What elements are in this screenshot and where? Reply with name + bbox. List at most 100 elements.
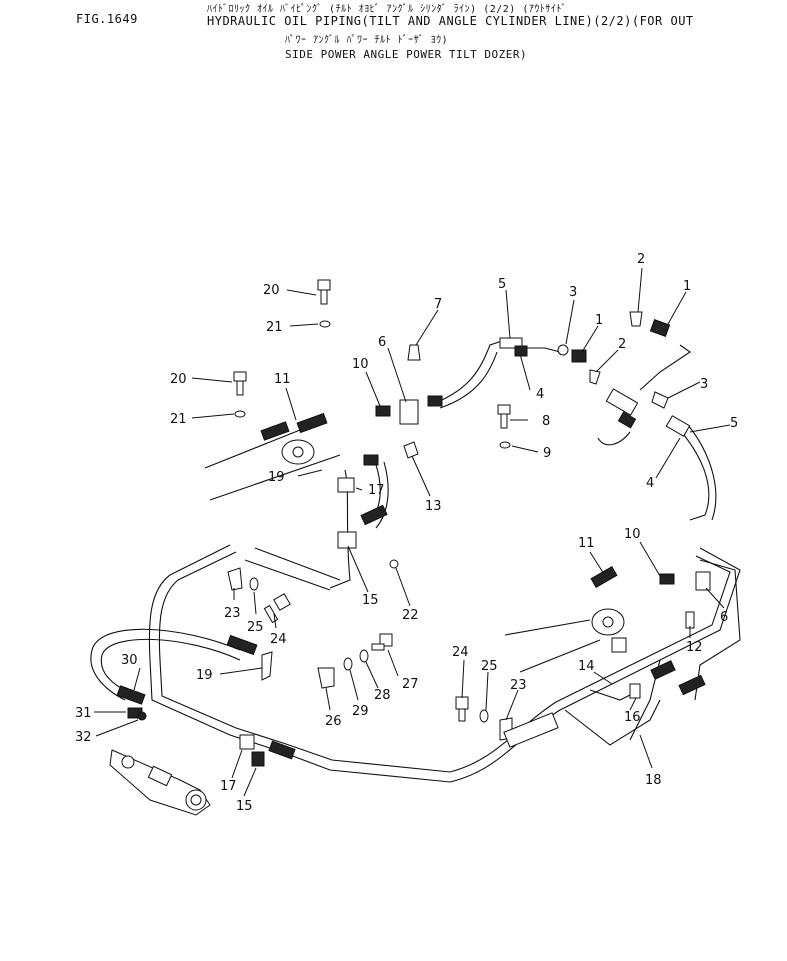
callout-15: 15 [362,593,379,608]
callout-24: 24 [270,632,287,647]
callout-9: 9 [543,446,551,461]
callout-27: 27 [402,677,419,692]
washer-25-bottom [479,709,489,723]
ring-3 [557,344,569,356]
callout-19-second: 19 [196,668,213,683]
fitting-11-left [296,412,328,434]
callout-14: 14 [578,659,595,674]
elbow-4 [514,345,528,357]
valve-block-upper-right [605,388,639,429]
callout-2: 2 [637,252,645,267]
callout-10-second: 10 [624,527,641,542]
callout-16: 16 [624,710,641,725]
clamp-16 [629,683,641,699]
nut-22 [389,559,399,569]
callout-13: 13 [425,499,442,514]
title-line2: SIDE POWER ANGLE POWER TILT DOZER) [285,48,528,61]
callout-18: 18 [645,773,662,788]
bolt-8 [497,404,511,429]
callout-28: 28 [374,688,391,703]
callout-6: 6 [378,335,386,350]
bracket-26 [317,667,335,689]
fitting-7 [407,344,421,361]
callout-21-second: 21 [170,412,187,427]
pipe-lines [90,339,741,783]
title-kana-line1: ﾊｲﾄﾞﾛﾘｯｸ ｵｲﾙ ﾊﾞｲﾋﾟﾝｸﾞ (ﾁﾙﾄ ｵﾖﾋﾞ ｱﾝｸﾞﾙ ｼﾘ… [207,4,567,15]
callout-30: 30 [121,653,138,668]
washer-25-left [249,577,259,591]
fitting-16a [650,660,676,680]
callout-29: 29 [352,704,369,719]
bolt-24-bottom [455,696,469,722]
title-kana-line2: ﾊﾟﾜｰ ｱﾝｸﾞﾙ ﾊﾟﾜｰ ﾁﾙﾄ ﾄﾞｰｻﾞ ﾖｳ) [285,35,449,46]
fitting-13a [363,454,379,466]
fitting-1b [571,349,587,363]
bracket-23-left [227,567,243,591]
clamp-19 [261,651,273,681]
oring-32 [137,711,147,721]
callout-1: 1 [683,279,691,294]
washer-9 [499,441,511,449]
callout-17-second: 17 [220,779,237,794]
fitting-lower-mid [268,740,296,760]
washer-28 [359,649,369,663]
bolt-20-top [317,279,331,305]
clamp-15-upper [337,531,357,549]
callout-4-second: 4 [646,476,654,491]
callout-21: 21 [266,320,283,335]
callout-26: 26 [325,714,342,729]
callout-labels: 20 21 7 5 3 2 1 1 2 6 10 11 20 21 8 3 5 … [75,252,738,814]
cylinder-end [109,749,211,816]
callout-23-second: 23 [510,678,527,693]
callout-3: 3 [569,285,577,300]
leader-lines [94,267,731,797]
title-line1: HYDRAULIC OIL PIPING(TILT AND ANGLE CYLI… [207,14,694,28]
callout-31: 31 [75,706,92,721]
tee-5 [499,337,523,349]
callout-11: 11 [274,372,291,387]
callout-32: 32 [75,730,92,745]
fitting-1 [649,318,671,338]
cylinder-flange-left [260,421,315,465]
callout-23: 23 [224,606,241,621]
callout-24-second: 24 [452,645,469,660]
callout-5: 5 [498,277,506,292]
cylinder-flange-right [590,565,625,636]
callout-11-second: 11 [578,536,595,551]
callout-7: 7 [434,297,442,312]
hose-upper [429,339,506,406]
callout-20-second: 20 [170,372,187,387]
callout-12: 12 [686,640,703,655]
callout-5-second: 5 [730,416,738,431]
tee-5b [665,415,691,437]
fitting-30 [116,685,146,705]
callout-4: 4 [536,387,544,402]
bolt-27 [371,633,393,651]
fitting-10-right [659,573,675,585]
fitting-16b [678,674,706,696]
clamp-15-lower [251,751,265,767]
fitting-19-lower [226,634,258,656]
callout-22: 22 [402,608,419,623]
fitting-13 [403,441,419,459]
callout-20: 20 [263,283,280,298]
bolt-24-left [263,593,291,624]
pipe-main-loop-inner [158,551,731,773]
callout-15-second: 15 [236,799,253,814]
callout-8: 8 [542,414,550,429]
rubber-sleeve [503,712,559,748]
clamp-17-upper [337,477,355,493]
plug-2b [589,369,601,385]
callout-3-second: 3 [700,377,708,392]
callout-1-second: 1 [595,313,603,328]
bolt-20-left [233,371,247,396]
clamp-17-lower [239,734,255,750]
fitting-hose-mid [360,504,388,526]
bolt-12 [685,611,695,629]
washer-21-left [234,410,246,418]
block-6-right [695,571,711,591]
callout-25-second: 25 [481,659,498,674]
fittings [109,279,711,816]
